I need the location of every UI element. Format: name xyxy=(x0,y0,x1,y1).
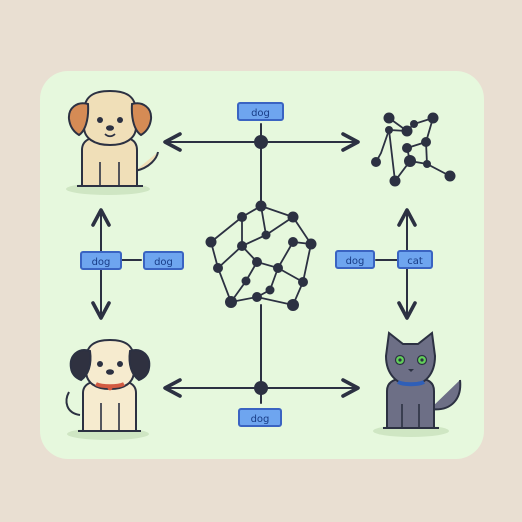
tag-bottom: dog xyxy=(238,408,282,427)
dog-icon-top-left xyxy=(66,89,159,195)
tag-right-left: dog xyxy=(335,250,375,269)
tag-left-inner: dog xyxy=(143,251,184,270)
tag-left-outer: dog xyxy=(80,251,122,270)
network-nodes-top-right xyxy=(371,112,456,187)
tag-top: dog xyxy=(237,102,284,121)
tag-right-right: cat xyxy=(397,250,433,269)
network-nodes-center xyxy=(205,135,317,395)
cat-icon-bottom-right xyxy=(373,331,462,437)
dog-icon-bottom-left xyxy=(65,338,151,440)
